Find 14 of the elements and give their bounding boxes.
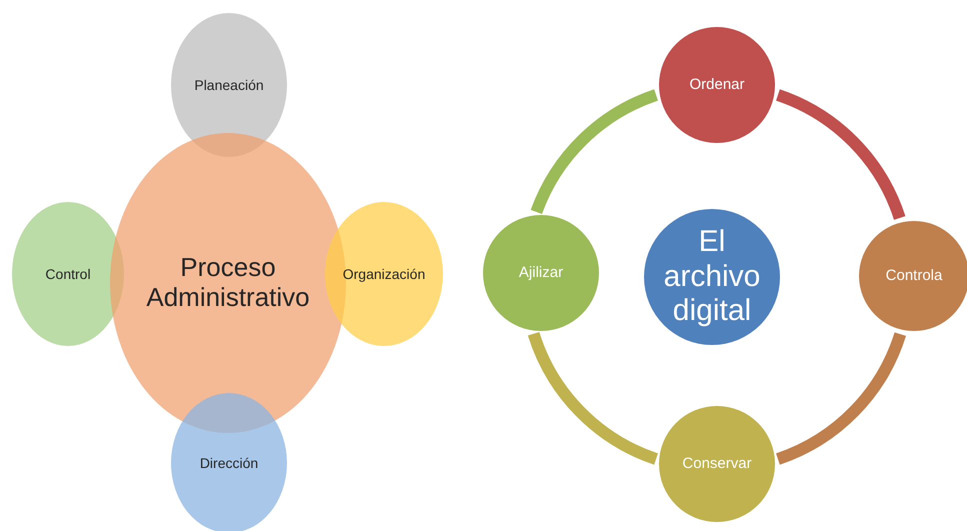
node-label: Proceso Administrativo [145,253,311,313]
node-label: Conservar [681,455,753,473]
node-label: El archivo digital [662,225,762,329]
arc-connector [528,332,658,465]
arc-connector [530,89,658,214]
node-label: Organización [342,266,426,282]
arc-connector [776,332,906,465]
node-label: Planeación [193,76,265,94]
arc-connector [776,89,906,220]
node-label: Dirección [198,454,260,472]
node-label: Ordenar [688,76,746,94]
node-label: Controla [884,267,944,285]
node-label: Control [44,266,92,282]
node-label: Ajilizar [518,264,564,282]
